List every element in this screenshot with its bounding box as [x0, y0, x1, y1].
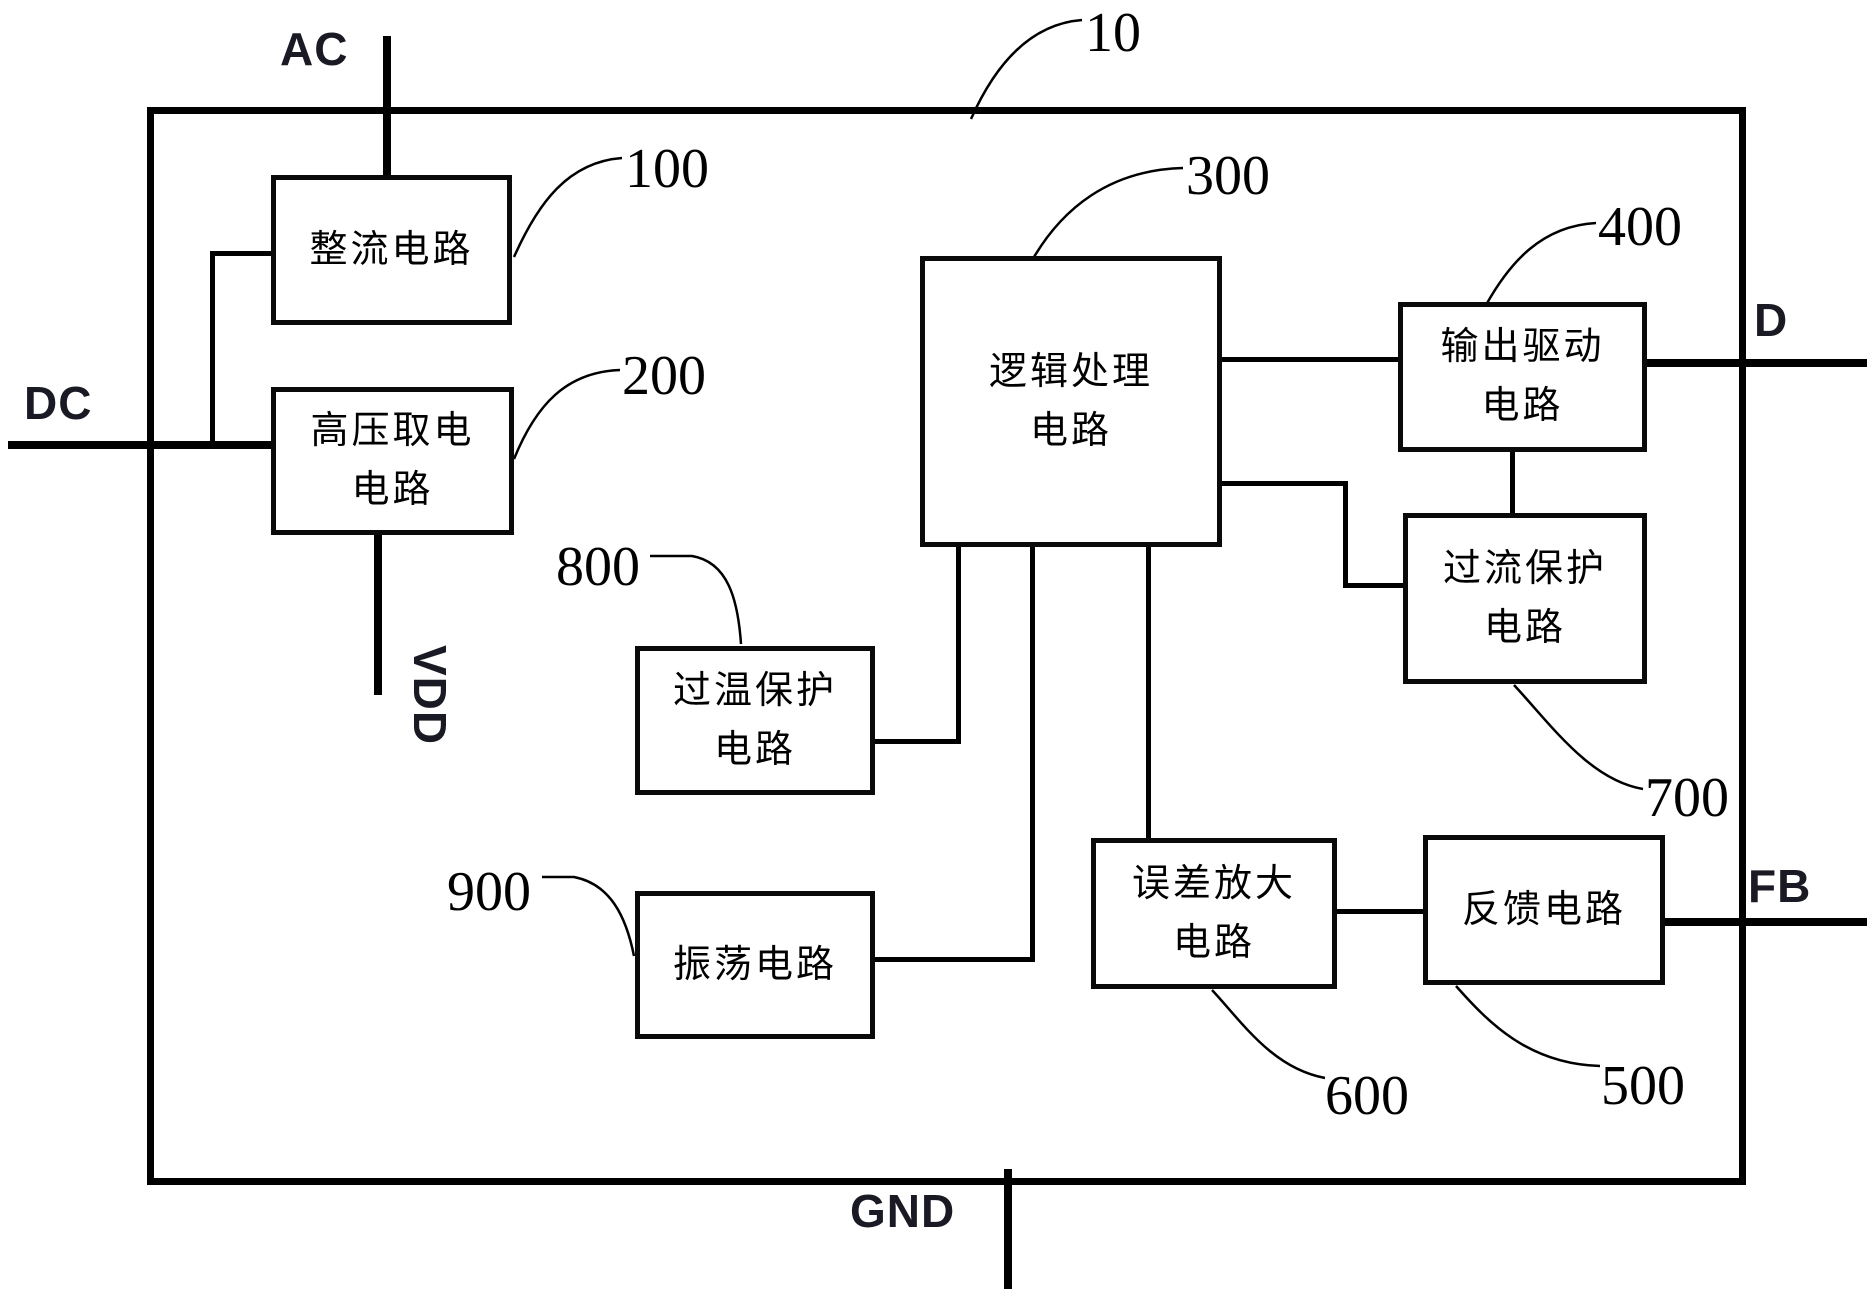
- pin-label-ac: AC: [280, 23, 349, 75]
- block-overcurrent-label: 过流保护 电路: [1442, 547, 1607, 649]
- wire-logic-to-outputdrive: [1222, 357, 1398, 362]
- wire-logic-to-overtemp-v: [956, 547, 961, 744]
- leader-900: [542, 875, 636, 957]
- block-overtemp-label: 过温保护 电路: [672, 669, 837, 771]
- pin-label-gnd: GND: [850, 1185, 956, 1237]
- wire-logic-to-overtemp-h: [875, 739, 961, 744]
- block-oscillator-label: 振荡电路: [672, 943, 837, 986]
- wire-logic-to-overcurrent-h2: [1343, 583, 1403, 588]
- wire-logic-to-oscillator-v: [1030, 547, 1035, 962]
- block-oscillator: 振荡电路: [635, 891, 875, 1039]
- wire-dc-to-rectifier-vertical: [210, 251, 215, 447]
- block-output-drive: 输出驱动 电路: [1398, 302, 1647, 452]
- pin-label-dc: DC: [24, 377, 93, 429]
- ref-500: 500: [1601, 1055, 1685, 1117]
- pin-label-fb: FB: [1748, 860, 1812, 912]
- chip-outline: [147, 107, 1746, 1185]
- block-overcurrent: 过流保护 电路: [1403, 513, 1647, 684]
- pin-label-vdd: VDD: [404, 644, 456, 746]
- ref-700: 700: [1645, 767, 1729, 829]
- block-logic: 逻辑处理 电路: [920, 256, 1222, 547]
- pin-line-dc: [8, 441, 273, 449]
- leader-800: [650, 554, 743, 645]
- ref-10: 10: [1085, 2, 1141, 64]
- pin-line-ac: [383, 36, 391, 179]
- ref-300: 300: [1186, 145, 1270, 207]
- block-overtemp: 过温保护 电路: [635, 646, 875, 795]
- block-hv-power: 高压取电 电路: [271, 387, 514, 535]
- block-rectifier-label: 整流电路: [309, 228, 474, 271]
- pin-line-d: [1645, 359, 1867, 367]
- leader-10: [969, 18, 1083, 120]
- block-output-drive-label: 输出驱动 电路: [1440, 326, 1605, 427]
- pin-line-vdd: [374, 533, 382, 695]
- pin-line-gnd: [1004, 1169, 1012, 1289]
- wire-logic-to-oscillator-h: [875, 957, 1035, 962]
- wire-logic-to-overcurrent-h1: [1222, 481, 1348, 486]
- leader-700: [1513, 684, 1644, 791]
- leader-600: [1211, 989, 1326, 1080]
- block-feedback: 反馈电路: [1423, 835, 1665, 985]
- leader-500: [1455, 985, 1601, 1068]
- ref-900: 900: [447, 861, 531, 923]
- pin-label-d: D: [1754, 294, 1789, 346]
- wire-erroramp-to-feedback: [1337, 909, 1423, 914]
- block-logic-label: 逻辑处理 电路: [988, 350, 1153, 452]
- leader-300: [1032, 166, 1184, 258]
- leader-400: [1484, 221, 1597, 306]
- wire-dc-to-rectifier-horizontal: [210, 251, 273, 256]
- block-rectifier: 整流电路: [271, 175, 512, 325]
- wire-outputdrive-to-overcurrent: [1510, 452, 1515, 513]
- ref-400: 400: [1598, 196, 1682, 258]
- pin-line-fb: [1663, 918, 1867, 926]
- ref-100: 100: [625, 138, 709, 200]
- ref-600: 600: [1325, 1065, 1409, 1127]
- wire-logic-to-overcurrent-v: [1343, 481, 1348, 588]
- block-hv-power-label: 高压取电 电路: [310, 410, 475, 511]
- block-error-amp: 误差放大 电路: [1091, 838, 1337, 989]
- leader-200: [512, 368, 621, 460]
- leader-100: [512, 156, 623, 258]
- wire-logic-to-erroramp: [1146, 547, 1151, 838]
- block-error-amp-label: 误差放大 电路: [1131, 862, 1296, 964]
- block-feedback-label: 反馈电路: [1461, 888, 1626, 931]
- ref-200: 200: [622, 345, 706, 407]
- ref-800: 800: [556, 536, 640, 598]
